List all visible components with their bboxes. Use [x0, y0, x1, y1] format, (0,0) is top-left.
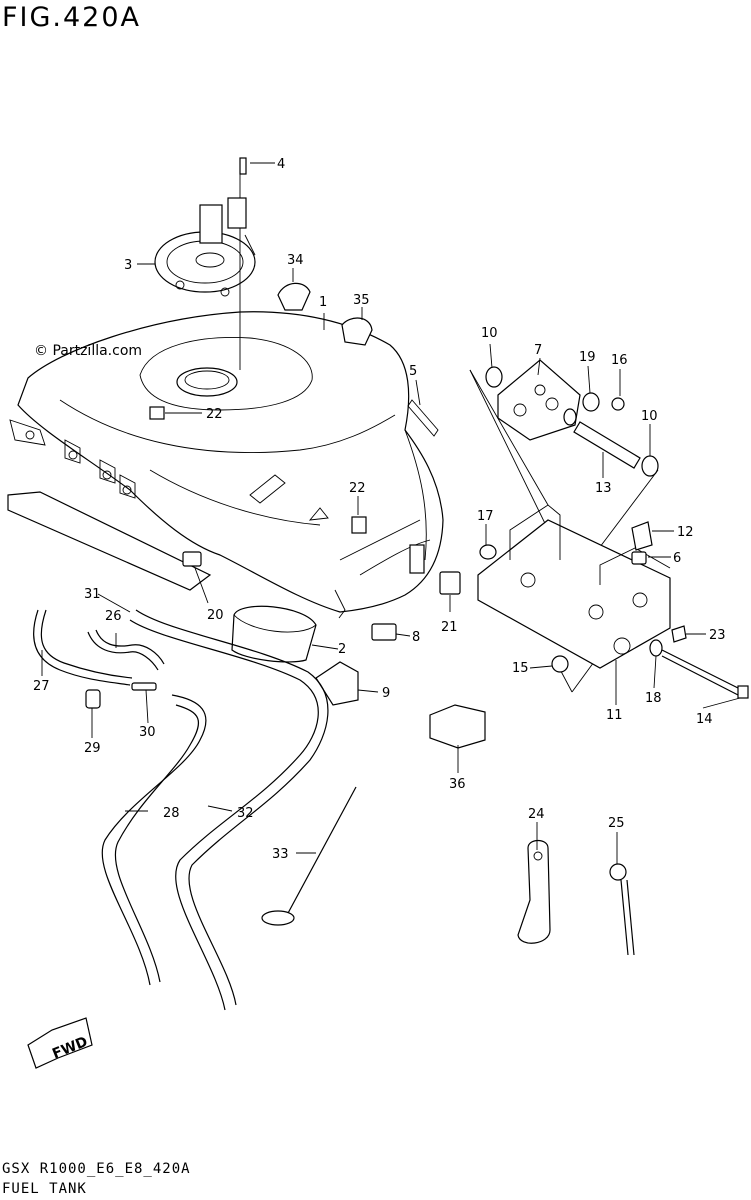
clamp-and-tie-drawing	[517, 839, 635, 956]
fuel-tank-drawing	[7, 170, 444, 619]
callout-1: 1	[319, 295, 327, 310]
callout-26: 26	[105, 609, 122, 624]
callout-25: 25	[608, 816, 625, 831]
callout-9: 9	[382, 686, 390, 701]
footer-title: FUEL TANK	[2, 1181, 87, 1197]
fuel-cap-drawing	[154, 157, 275, 297]
callout-labels: 4 3 34 1 35 5 22 22 20 21 2 8 9 10 7 19 …	[33, 157, 726, 862]
callout-3: 3	[124, 258, 132, 273]
footer-code: GSX R1000_E6_E8_420A	[2, 1161, 191, 1177]
callout-16: 16	[611, 353, 628, 368]
bracket-assembly-drawing	[469, 359, 749, 699]
callout-23: 23	[709, 628, 726, 643]
callout-19: 19	[579, 350, 596, 365]
callout-27: 27	[33, 679, 50, 694]
callout-21: 21	[441, 620, 458, 635]
callout-6: 6	[673, 551, 681, 566]
callout-33: 33	[272, 847, 289, 862]
figure-title: FIG.420A	[2, 2, 142, 33]
callout-28: 28	[163, 806, 180, 821]
small-parts-drawing	[182, 282, 486, 749]
callout-13: 13	[595, 481, 612, 496]
callout-10b: 10	[641, 409, 658, 424]
callout-32: 32	[237, 806, 254, 821]
callout-36: 36	[449, 777, 466, 792]
callout-17: 17	[477, 509, 494, 524]
callout-34: 34	[287, 253, 304, 268]
callout-22a: 22	[206, 407, 223, 422]
callout-8: 8	[412, 630, 420, 645]
callout-11: 11	[606, 708, 623, 723]
callout-22b: 22	[349, 481, 366, 496]
hoses-drawing	[33, 609, 329, 1011]
callout-30: 30	[139, 725, 156, 740]
callout-4: 4	[277, 157, 285, 172]
drain-rod-drawing	[261, 786, 357, 926]
callout-12: 12	[677, 525, 694, 540]
callout-5: 5	[409, 364, 417, 379]
callout-24: 24	[528, 807, 545, 822]
fwd-arrow-icon: FWD	[27, 1017, 93, 1069]
leader-lines	[41, 263, 741, 864]
callout-14: 14	[696, 712, 713, 727]
callout-31: 31	[84, 587, 101, 602]
watermark-text: © Partzilla.com	[34, 343, 143, 359]
callout-29: 29	[84, 741, 101, 756]
callout-20: 20	[207, 608, 224, 623]
callout-15: 15	[512, 661, 529, 676]
callout-2: 2	[338, 642, 346, 657]
callout-7: 7	[534, 343, 542, 358]
callout-18: 18	[645, 691, 662, 706]
callout-35: 35	[353, 293, 370, 308]
callout-10a: 10	[481, 326, 498, 341]
